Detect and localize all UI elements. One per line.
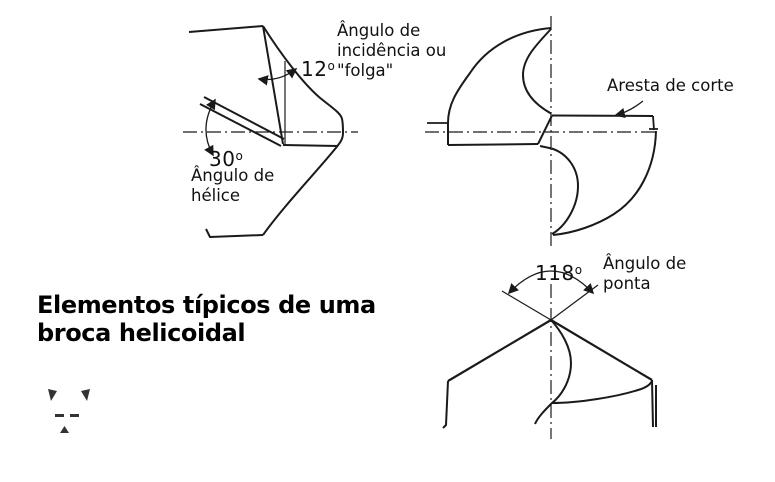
lower-right-flute-outer-arc — [552, 130, 657, 236]
lip-bottom-line — [282, 144, 339, 147]
clearance-angle-arc — [257, 68, 298, 86]
helix-edge-lower-line — [199, 103, 282, 147]
drill-tip-icon — [48, 389, 90, 433]
bottom-edge-line — [205, 228, 264, 238]
upper-left-flute-outer-arc — [447, 27, 552, 145]
top-edge-line — [188, 25, 264, 33]
side-view-diagram — [183, 25, 358, 238]
chisel-edge-line — [537, 115, 553, 145]
point-angle-caption: Ângulo de ponta — [603, 254, 687, 293]
flute-exit-curve — [551, 380, 653, 404]
cutting-edge-pointer-arrow — [614, 100, 644, 119]
left-body-edge — [442, 380, 449, 429]
right-lip-top-edge — [551, 114, 654, 117]
icon-bottom-triangle — [60, 426, 69, 433]
clearance-angle-value: 12o — [301, 57, 335, 81]
icon-left-wedge — [48, 389, 57, 401]
lower-lip-tick — [539, 145, 552, 150]
point-angle-arc — [507, 270, 595, 295]
angle-construction-lines — [501, 284, 599, 321]
flank-line — [262, 25, 284, 145]
left-lip-bottom-edge — [447, 143, 539, 146]
point-cone-flanks — [447, 318, 653, 382]
helix-angle-arc — [204, 98, 216, 157]
icon-right-wedge — [81, 389, 90, 401]
helix-angle-value: 30o — [209, 147, 243, 171]
cutting-edge-caption: Aresta de corte — [607, 76, 734, 95]
right-margin-edge — [649, 115, 658, 131]
degree-superscript: o — [327, 59, 335, 73]
lower-flute-inner-curve — [551, 147, 579, 235]
figure-title: Elementos típicos de uma broca helicoida… — [37, 291, 376, 347]
degree-superscript: o — [574, 263, 583, 277]
right-outline-curve — [262, 25, 344, 236]
icon-dash-left — [55, 414, 64, 417]
end-view-diagram — [425, 16, 658, 246]
point-angle-diagram — [442, 270, 657, 439]
right-body-edges — [651, 379, 657, 428]
helix-edge-upper-line — [203, 96, 285, 140]
helix-angle-caption: Ângulo de hélice — [191, 166, 275, 205]
degree-superscript: o — [235, 149, 243, 163]
icon-dash-right — [70, 414, 79, 417]
point-angle-value: 118o — [535, 261, 583, 285]
clearance-angle-caption: Ângulo de incidência ou "folga" — [337, 21, 447, 80]
upper-flute-inner-curve — [522, 28, 552, 115]
flute-s-curve — [534, 319, 572, 425]
